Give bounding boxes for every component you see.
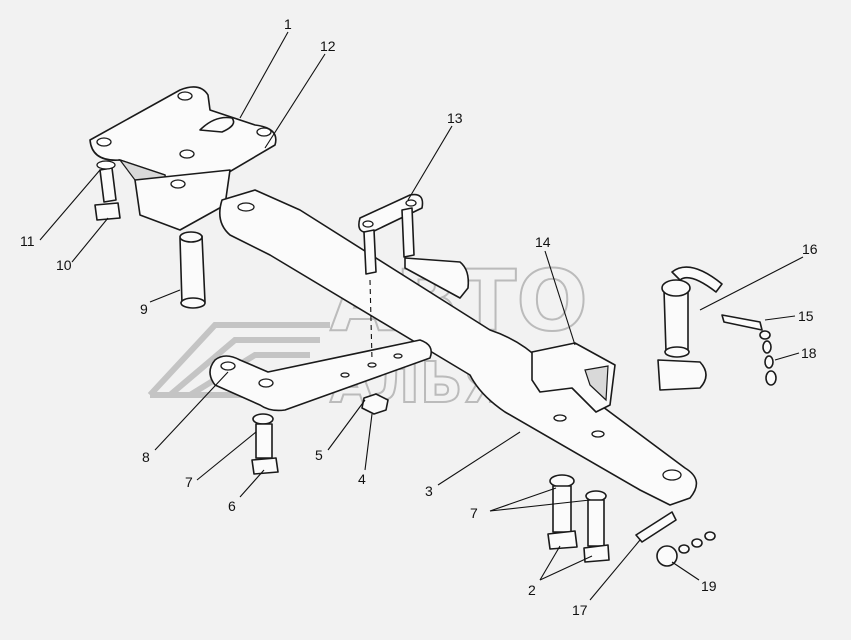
callout-10: 10: [56, 257, 72, 273]
lower-plate-part-8: [209, 279, 433, 412]
callout-7-right: 7: [470, 505, 478, 521]
clamp-part-13: [358, 193, 470, 299]
callout-2: 2: [528, 582, 536, 598]
callout-14: 14: [535, 234, 551, 250]
callout-16: 16: [802, 241, 818, 257]
callout-8: 8: [142, 449, 150, 465]
callout-13: 13: [447, 110, 463, 126]
callout-19: 19: [701, 578, 717, 594]
callout-3: 3: [425, 483, 433, 499]
callout-5: 5: [315, 447, 323, 463]
callout-11: 11: [20, 233, 35, 249]
pin-part-9: [179, 231, 206, 309]
callout-9: 9: [140, 301, 148, 317]
bracket-part-14: [531, 342, 616, 413]
callout-12: 12: [320, 38, 336, 54]
upper-bracket-part: [89, 86, 277, 231]
bolt-part-2-left: [547, 474, 578, 550]
drawbar-part-3: [219, 189, 698, 506]
callout-17: 17: [572, 602, 588, 618]
bolt-part-6: [251, 413, 279, 475]
callout-7-left: 7: [185, 474, 193, 490]
clip-chain-part-15: [721, 314, 777, 386]
callout-1: 1: [284, 16, 292, 32]
bolt-part-10: [94, 160, 121, 221]
callout-18: 18: [801, 345, 817, 361]
leader-lines: [39, 31, 804, 601]
nut-part-4: [361, 393, 389, 415]
callout-6: 6: [228, 498, 236, 514]
callout-15: 15: [798, 308, 814, 324]
bolt-part-2-right: [583, 490, 610, 563]
pin-part-16: [657, 266, 723, 391]
linchpin-part-17: [635, 511, 716, 567]
callout-4: 4: [358, 471, 366, 487]
